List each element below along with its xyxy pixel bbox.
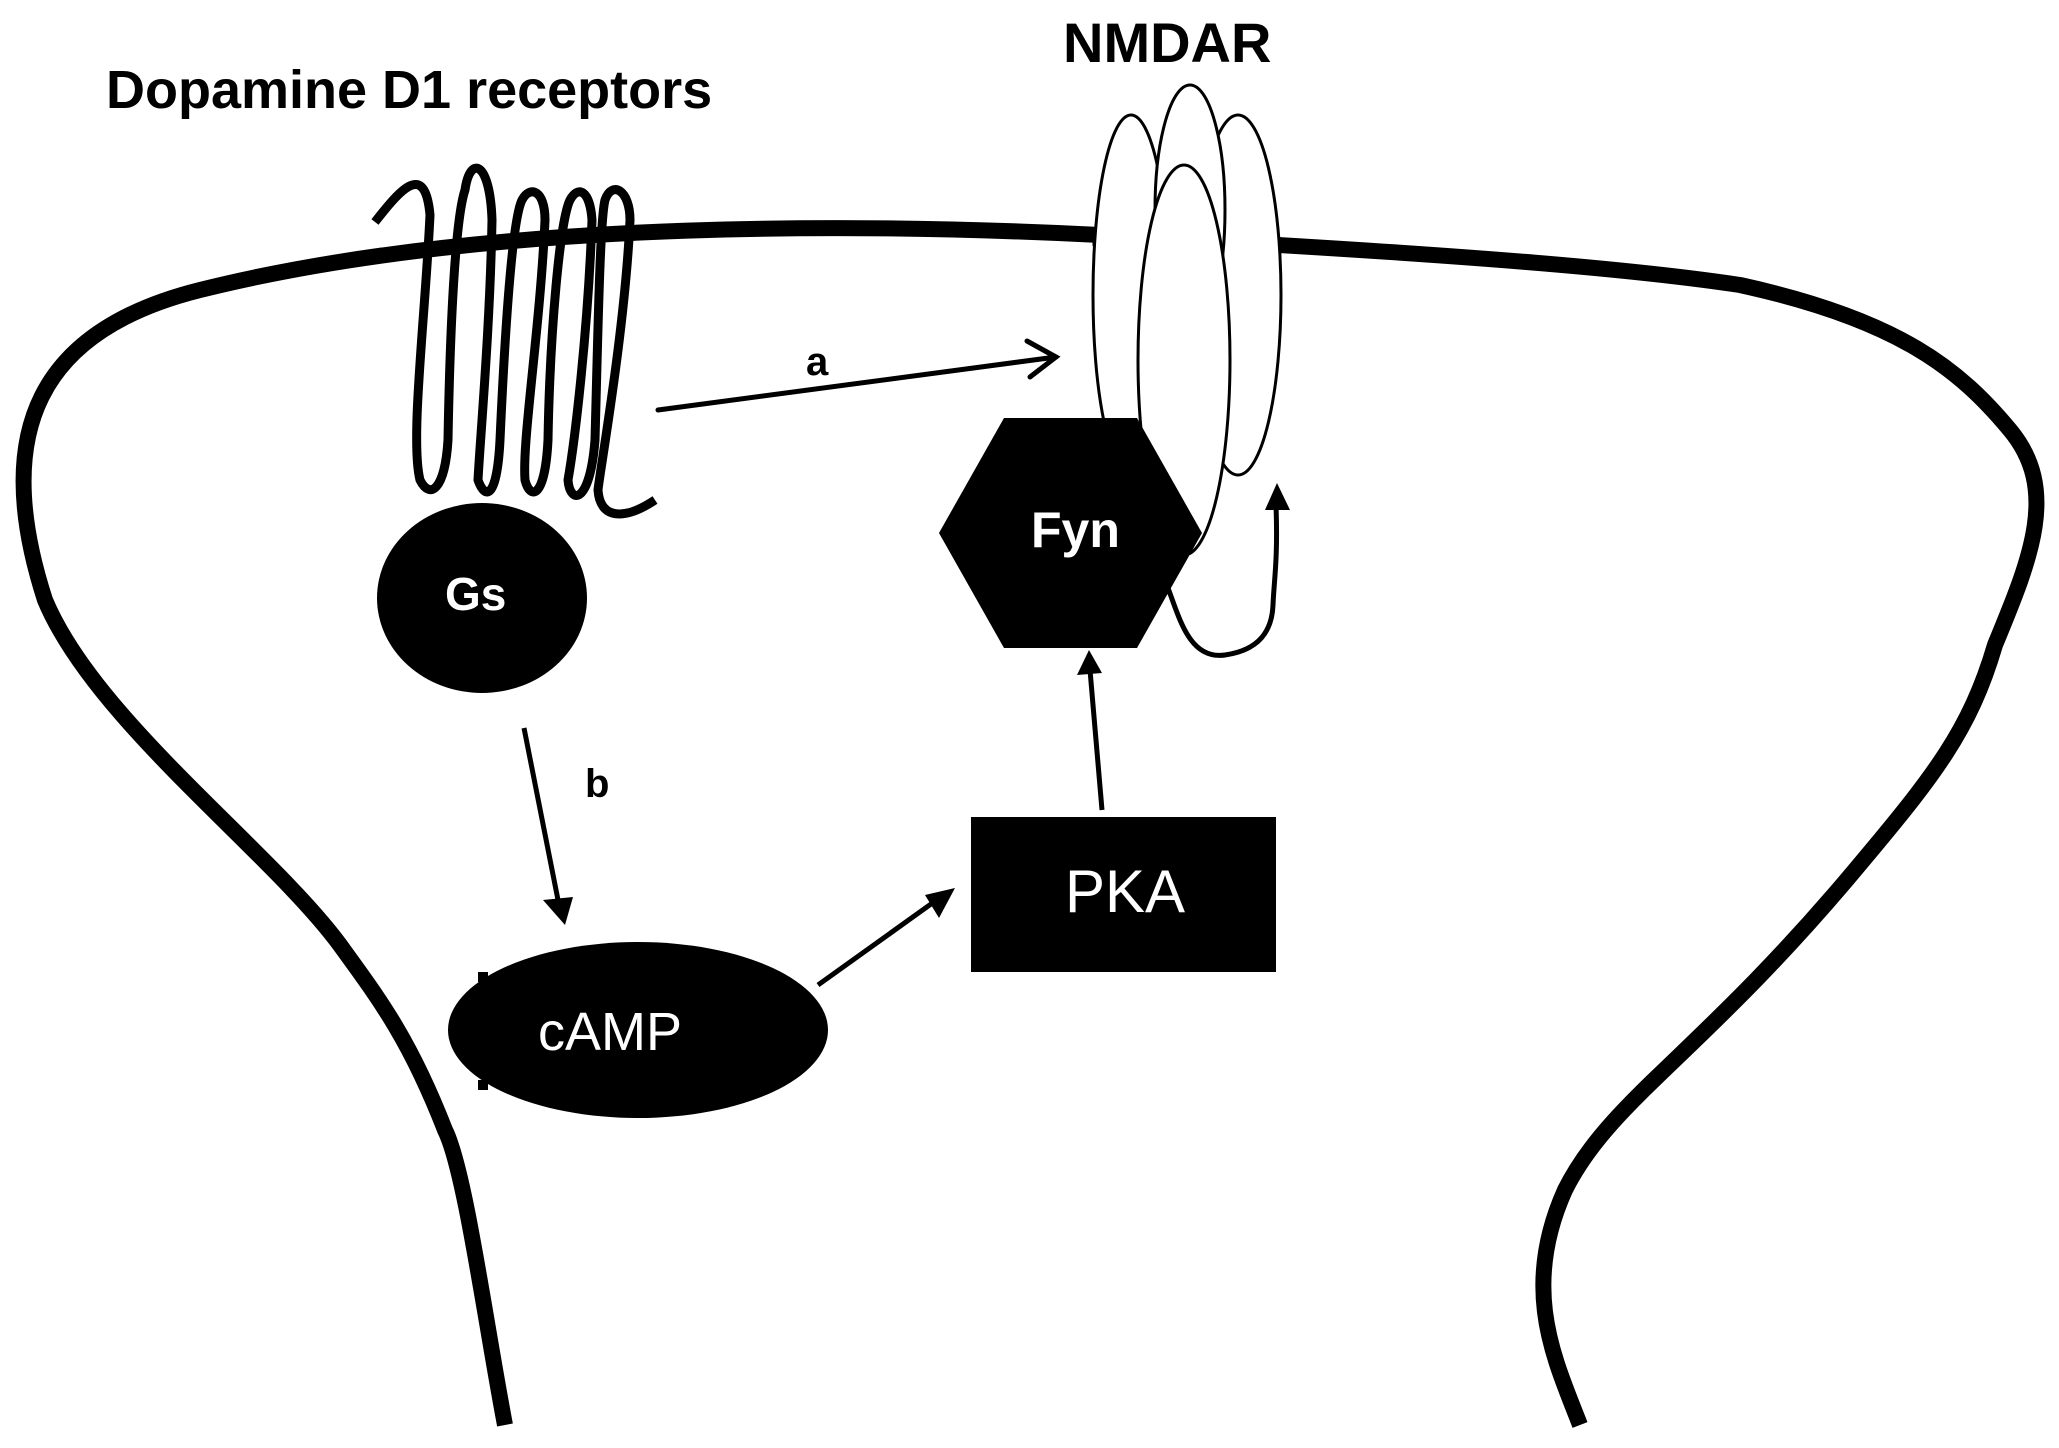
nmdar-channel	[1091, 83, 1283, 557]
arrow-fyn-nmdar	[1165, 483, 1290, 658]
arrow-b	[521, 727, 573, 925]
arrow-pka-fyn	[1077, 650, 1105, 811]
receptor-title: Dopamine D1 receptors	[106, 60, 712, 120]
arrow-b-label: b	[585, 762, 609, 806]
camp-label: cAMP	[538, 1002, 682, 1062]
camp-notch-top	[478, 972, 488, 982]
arrow-a-label: a	[806, 340, 829, 384]
d1-receptor	[371, 163, 658, 519]
camp-notch-bottom	[478, 1080, 488, 1090]
pka-label: PKA	[1065, 858, 1185, 925]
gs-label: Gs	[445, 568, 506, 620]
fyn-label: Fyn	[1031, 502, 1120, 558]
fyn-node	[939, 418, 1202, 648]
camp-node	[448, 942, 828, 1118]
arrow-a	[655, 338, 1061, 413]
gs-protein	[377, 503, 587, 693]
nmdar-title: NMDAR	[1063, 11, 1271, 74]
arrow-camp-pka	[816, 888, 955, 988]
pka-node	[971, 817, 1276, 972]
